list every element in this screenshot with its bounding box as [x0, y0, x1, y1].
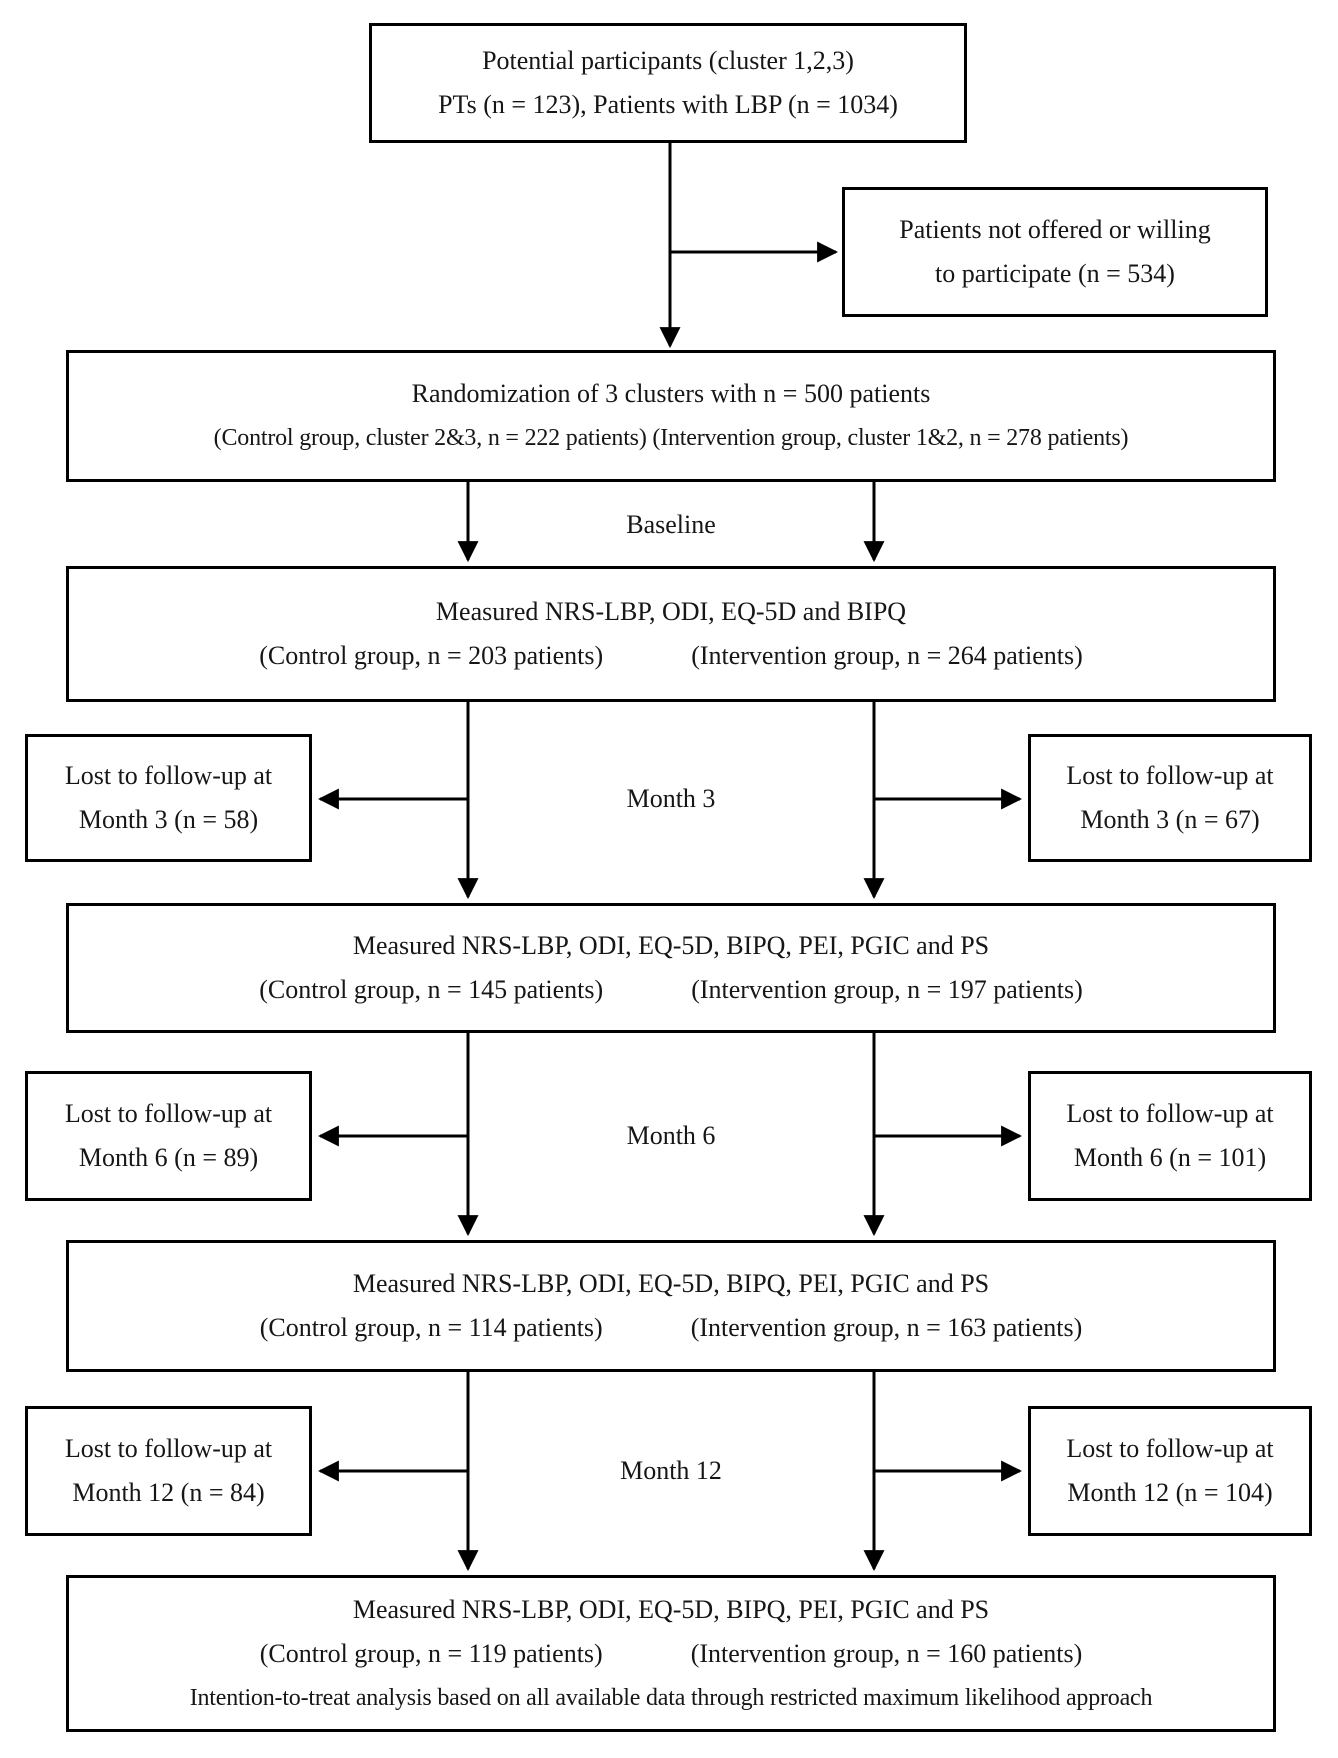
lost-m6-intervention-line1: Lost to follow-up at [1066, 1099, 1274, 1128]
box-measure-month12-final: Measured NRS-LBP, ODI, EQ-5D, BIPQ, PEI,… [66, 1575, 1276, 1732]
measure-baseline-intervention: (Intervention group, n = 264 patients) [691, 641, 1083, 670]
box-measure-month3: Measured NRS-LBP, ODI, EQ-5D, BIPQ, PEI,… [66, 903, 1276, 1033]
measure-baseline-control: (Control group, n = 203 patients) [259, 641, 604, 670]
lost-m3-control-line2: Month 3 (n = 58) [78, 805, 259, 834]
box-potential-participants: Potential participants (cluster 1,2,3) P… [369, 23, 967, 143]
measure-month6-line1: Measured NRS-LBP, ODI, EQ-5D, BIPQ, PEI,… [352, 1269, 990, 1298]
measure-month12-intervention: (Intervention group, n = 160 patients) [690, 1638, 1083, 1668]
lost-m3-intervention-line2: Month 3 (n = 67) [1080, 805, 1260, 834]
measure-month3-line1: Measured NRS-LBP, ODI, EQ-5D, BIPQ, PEI,… [352, 931, 990, 960]
box-lost-month6-control: Lost to follow-up at Month 6 (n = 89) [25, 1071, 312, 1201]
measure-month12-control: (Control group, n = 119 patients) [259, 1638, 603, 1668]
measure-month3-intervention: (Intervention group, n = 197 patients) [691, 975, 1083, 1004]
lost-m12-control-line1: Lost to follow-up at [64, 1434, 273, 1463]
measure-month6-intervention: (Intervention group, n = 163 patients) [690, 1313, 1083, 1342]
label-month3: Month 3 [626, 784, 716, 813]
measure-baseline-line1: Measured NRS-LBP, ODI, EQ-5D and BIPQ [435, 597, 907, 626]
randomization-line1: Randomization of 3 clusters with n = 500… [411, 379, 931, 408]
lost-m12-intervention-line1: Lost to follow-up at [1066, 1434, 1274, 1463]
box-measure-month6: Measured NRS-LBP, ODI, EQ-5D, BIPQ, PEI,… [66, 1240, 1276, 1372]
lost-m6-intervention-line2: Month 6 (n = 101) [1073, 1143, 1267, 1172]
box-lost-month3-control: Lost to follow-up at Month 3 (n = 58) [25, 734, 312, 862]
potential-line1: Potential participants (cluster 1,2,3) [482, 46, 854, 75]
box-randomization: Randomization of 3 clusters with n = 500… [66, 350, 1276, 482]
lost-m12-intervention-line2: Month 12 (n = 104) [1067, 1478, 1273, 1507]
box-measure-baseline: Measured NRS-LBP, ODI, EQ-5D and BIPQ (C… [66, 566, 1276, 702]
measure-month6-control: (Control group, n = 114 patients) [259, 1313, 603, 1342]
not-offered-line1: Patients not offered or willing [899, 215, 1211, 244]
potential-line2: PTs (n = 123), Patients with LBP (n = 10… [438, 90, 898, 119]
randomization-line2: (Control group, cluster 2&3, n = 222 pat… [213, 425, 1129, 451]
box-lost-month12-intervention: Lost to follow-up at Month 12 (n = 104) [1028, 1406, 1312, 1536]
label-baseline: Baseline [626, 510, 716, 539]
not-offered-line2: to participate (n = 534) [935, 259, 1175, 288]
lost-m3-control-line1: Lost to follow-up at [64, 761, 273, 790]
lost-m6-control-line1: Lost to follow-up at [64, 1099, 273, 1128]
lost-m12-control-line2: Month 12 (n = 84) [72, 1478, 265, 1507]
box-lost-month6-intervention: Lost to follow-up at Month 6 (n = 101) [1028, 1071, 1312, 1201]
label-month6: Month 6 [626, 1121, 716, 1150]
box-patients-not-offered: Patients not offered or willing to parti… [842, 187, 1268, 317]
label-month12: Month 12 [620, 1456, 722, 1485]
measure-month3-control: (Control group, n = 145 patients) [259, 975, 604, 1004]
box-lost-month3-intervention: Lost to follow-up at Month 3 (n = 67) [1028, 734, 1312, 862]
lost-m6-control-line2: Month 6 (n = 89) [78, 1143, 259, 1172]
itt-analysis-note: Intention-to-treat analysis based on all… [189, 1684, 1153, 1711]
lost-m3-intervention-line1: Lost to follow-up at [1066, 761, 1274, 790]
box-lost-month12-control: Lost to follow-up at Month 12 (n = 84) [25, 1406, 312, 1536]
measure-month12-line1: Measured NRS-LBP, ODI, EQ-5D, BIPQ, PEI,… [352, 1594, 990, 1624]
